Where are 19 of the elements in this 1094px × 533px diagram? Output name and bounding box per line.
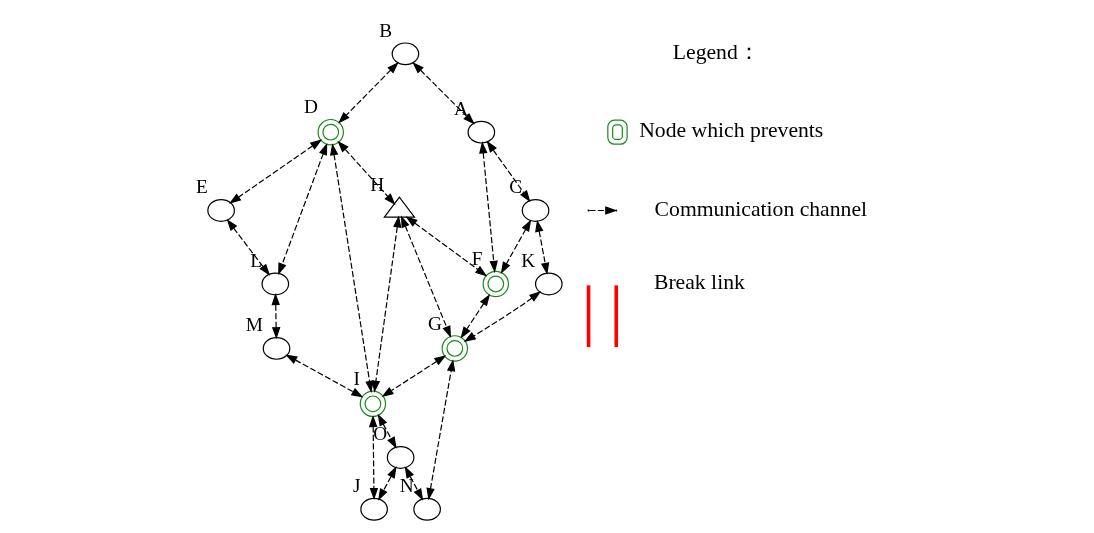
node-label: H <box>370 173 385 195</box>
node-label: A <box>453 98 468 120</box>
node-label: M <box>245 314 263 336</box>
label: Legend： <box>672 40 760 65</box>
node-label: J <box>352 475 361 497</box>
legend-label: Break link <box>653 270 745 295</box>
node-label: B <box>379 19 392 41</box>
node-label: I <box>353 367 360 389</box>
node-label: L <box>250 249 262 271</box>
node-label: E <box>195 176 208 198</box>
legend-label: Node which prevents <box>639 118 824 143</box>
node-label: O <box>373 423 388 445</box>
node-label: D <box>303 96 318 118</box>
node-label: N <box>399 475 414 497</box>
node-label: F <box>471 248 483 270</box>
legend-label: Communication channel <box>654 196 868 221</box>
node-label: K <box>521 249 536 271</box>
node-label: C <box>509 176 523 198</box>
node-label: G <box>428 312 442 334</box>
